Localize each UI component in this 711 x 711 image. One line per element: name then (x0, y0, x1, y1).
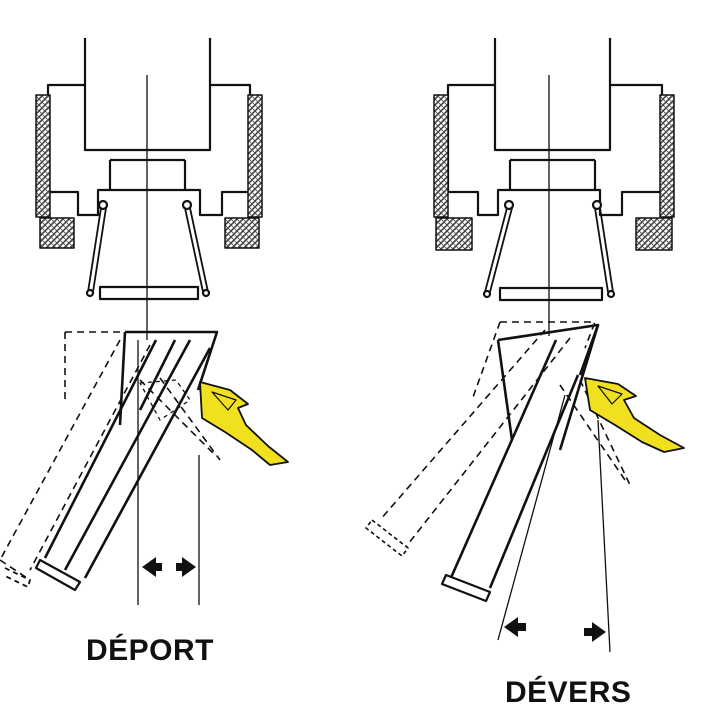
double-arrow-icon (142, 557, 196, 577)
right-plow-solid (448, 323, 600, 589)
devers-figure (365, 38, 685, 653)
right-plow-wheel (440, 573, 492, 603)
left-drawbar (98, 285, 200, 301)
right-tractor-cab (493, 85, 612, 152)
right-drawbar (498, 286, 604, 302)
right-tire-left (433, 94, 449, 218)
right-tractor-body (446, 38, 664, 217)
deport-figure (0, 38, 289, 605)
right-tire-right-lower (635, 217, 673, 251)
left-tire-right (247, 94, 263, 218)
left-lift-arm-left (87, 207, 107, 293)
left-tire-right-lower (224, 217, 260, 249)
left-plow-wheel (34, 558, 82, 592)
left-lift-arm-right (184, 207, 209, 293)
left-plow-dashed (0, 331, 221, 581)
right-measure-line-a (497, 394, 566, 641)
deport-label: DÉPORT (86, 634, 215, 667)
left-tire-left (35, 94, 51, 218)
left-moldboard (199, 381, 289, 466)
double-arrow-icon (504, 617, 606, 642)
left-tire-left-lower (39, 217, 75, 249)
left-plow-solid (43, 330, 219, 579)
right-moldboard (584, 377, 685, 453)
right-tire-left-lower (435, 217, 473, 251)
left-tractor-body (46, 38, 252, 217)
right-plow-dashed (379, 321, 631, 549)
right-tire-right (659, 94, 675, 218)
right-lift-arm-right (594, 207, 614, 293)
right-lift-arm-left (484, 207, 513, 293)
devers-label: DÉVERS (505, 676, 632, 709)
right-measure-line-b (597, 419, 611, 653)
